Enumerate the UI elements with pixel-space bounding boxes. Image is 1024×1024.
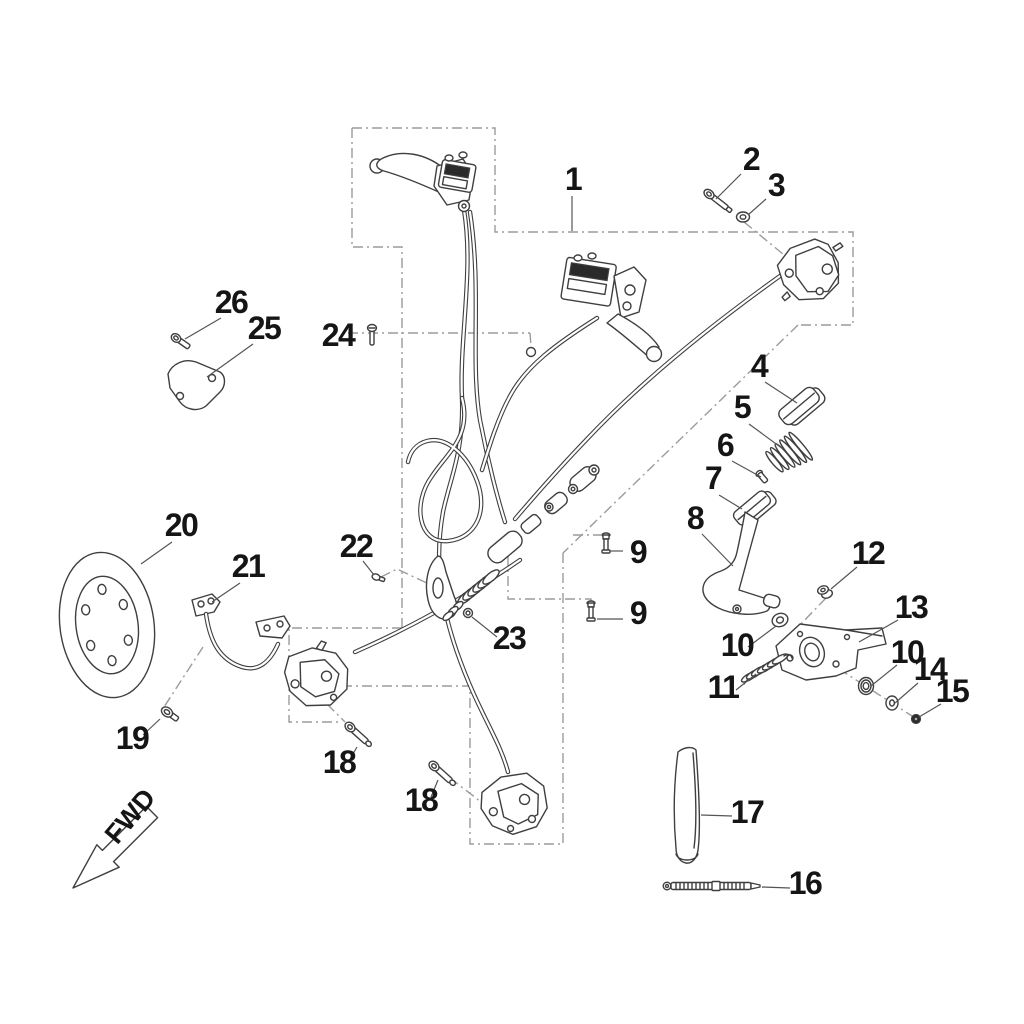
callout-5: 5: [734, 389, 751, 425]
brake-pad-outer: [778, 386, 826, 426]
front-caliper: [776, 238, 844, 302]
callout-1: 1: [565, 161, 582, 197]
callout-13: 13: [895, 589, 928, 625]
screw-22: [371, 573, 386, 583]
brake-pedal: [702, 511, 781, 615]
washer-23: [462, 607, 474, 619]
callout-10-right: 10: [891, 634, 924, 670]
nut-15: [910, 713, 922, 725]
callout-24: 24: [322, 317, 356, 353]
callout-8: 8: [687, 500, 704, 536]
callout-10-left: 10: [721, 627, 754, 663]
callout-4: 4: [751, 348, 769, 384]
pivot-bushing-10: [771, 612, 789, 628]
washer-10b: [857, 676, 875, 696]
callout-12: 12: [852, 535, 885, 571]
pedal-bracket-plate: [775, 623, 887, 681]
callout-16: 16: [789, 865, 822, 901]
callout-19: 19: [116, 720, 149, 756]
leader-lines: [140, 173, 942, 889]
callout-2: 2: [743, 141, 760, 177]
washer-14: [885, 695, 899, 711]
washer-3: [735, 211, 751, 223]
callout-26: 26: [215, 284, 248, 320]
cable-rod-16: [662, 880, 761, 892]
bolt-9-lower: [586, 600, 596, 622]
splash-guard-17: [673, 746, 701, 864]
callout-7: 7: [705, 460, 722, 496]
cover-plate-25: [167, 360, 226, 411]
return-spring-11: [740, 653, 793, 685]
bolt-26: [170, 332, 191, 350]
callout-18-left: 18: [323, 744, 356, 780]
brake-disc: [58, 551, 156, 699]
callout-23: 23: [493, 620, 526, 656]
front-left-master-cylinder: [369, 151, 477, 213]
rear-master-cylinder: [442, 464, 600, 622]
front-right-master-cylinder: [560, 252, 663, 363]
bolt-9-upper: [601, 532, 611, 554]
callout-22: 22: [340, 528, 373, 564]
screw-24: [366, 323, 378, 346]
callout-25: 25: [248, 310, 281, 346]
rear-left-caliper: [283, 640, 349, 707]
bolt-2: [703, 188, 733, 214]
callout-18-bottom: 18: [405, 782, 438, 818]
callout-9-upper: 9: [630, 534, 647, 570]
callout-9-lower: 9: [630, 595, 647, 631]
callout-11: 11: [708, 669, 740, 705]
callout-14: 14: [914, 651, 948, 687]
bushing-12: [816, 585, 834, 599]
pad-pin: [755, 469, 769, 484]
bolt-18-bottom: [428, 760, 457, 787]
brake-hoses: [352, 207, 790, 775]
callout-3: 3: [768, 167, 785, 203]
callout-21: 21: [232, 548, 265, 584]
bolt-18-left: [344, 721, 373, 748]
callout-labels: 1 2 3 4 5 6 7 8 9 9 10 10 11 12 13 14 15…: [116, 141, 971, 901]
callout-6: 6: [717, 427, 734, 463]
callout-17: 17: [731, 794, 764, 830]
disc-bolt-19: [160, 706, 180, 722]
callout-15: 15: [936, 673, 969, 709]
caliper-bracket-21: [191, 593, 291, 671]
hose-clip-ring: [525, 346, 537, 358]
bottom-caliper: [480, 772, 548, 836]
pad-spring-stack: [765, 431, 814, 473]
dashed-boundaries: [163, 127, 913, 845]
callout-20: 20: [165, 507, 198, 543]
fwd-arrow: FWD: [72, 783, 161, 889]
